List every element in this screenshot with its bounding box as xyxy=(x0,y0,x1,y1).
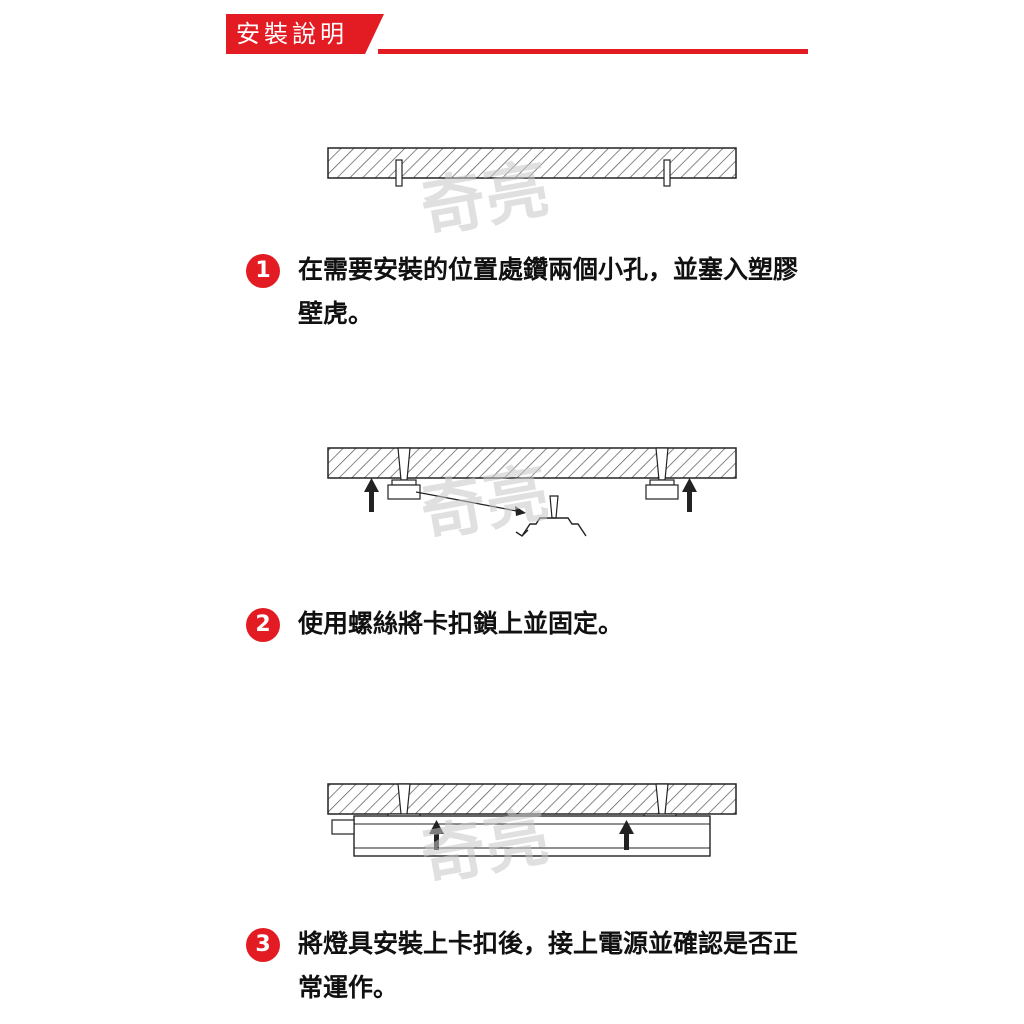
diagram-step-1 xyxy=(327,147,737,187)
up-arrow-left-icon xyxy=(429,820,444,850)
diagram-step-3 xyxy=(327,783,737,857)
pointer-line xyxy=(415,491,526,516)
step-1-badge: 1 xyxy=(246,254,280,288)
step-2-text: 使用螺絲將卡扣鎖上並固定。 xyxy=(298,609,624,638)
wall-plug-right xyxy=(663,159,671,187)
section-header: 安裝說明 xyxy=(226,14,808,58)
step-1-text: 在需要安裝的位置處鑽兩個小孔，並塞入塑膠壁虎。 xyxy=(298,255,799,328)
light-fixture xyxy=(331,815,711,857)
step-2-badge: 2 xyxy=(246,608,280,642)
header-tab xyxy=(226,14,384,54)
step-3-text: 將燈具安裝上卡扣後，接上電源並確認是否正常運作。 xyxy=(298,929,799,1002)
step-3-badge: 3 xyxy=(246,928,280,962)
up-arrow-left-icon xyxy=(364,478,379,512)
clip-left xyxy=(387,484,421,500)
header-title: 安裝說明 xyxy=(236,20,348,48)
clip-right xyxy=(645,484,679,500)
clip-detail xyxy=(515,495,587,537)
up-arrow-right-icon xyxy=(619,820,634,850)
screw-left xyxy=(391,447,417,486)
diagram-step-2 xyxy=(327,447,737,537)
wall-plug-left xyxy=(395,159,403,187)
header-rule xyxy=(378,49,808,54)
up-arrow-right-icon xyxy=(682,478,697,512)
